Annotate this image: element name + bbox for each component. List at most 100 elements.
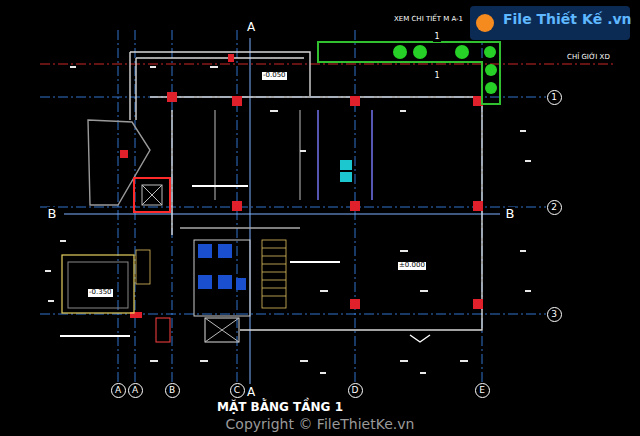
toilets-part xyxy=(194,240,250,316)
dimension-ticks-part xyxy=(420,290,428,292)
planter-part xyxy=(484,46,496,58)
columns-part xyxy=(350,201,360,211)
planter-part xyxy=(485,64,497,76)
dimension-ticks-part xyxy=(525,290,531,292)
grid-bubble: 2 xyxy=(547,200,562,215)
grid-bubble: 1 xyxy=(547,90,562,105)
grid-bubble: A xyxy=(128,383,143,398)
grid-bubble: C xyxy=(230,383,245,398)
lift-cores-part xyxy=(205,318,239,342)
walls-part xyxy=(88,120,150,205)
walls-part xyxy=(371,110,372,200)
walls-part xyxy=(410,335,430,342)
grid-lines-part xyxy=(40,64,615,65)
planter-part xyxy=(485,82,497,94)
planter-part xyxy=(455,45,469,59)
toilets xyxy=(194,160,352,316)
plan-label: -0.350 xyxy=(88,289,113,297)
columns-part xyxy=(228,54,234,62)
annex-room-part xyxy=(62,255,134,313)
grid-lines-part xyxy=(40,207,546,208)
planter-part xyxy=(318,42,500,104)
grid-number: A xyxy=(132,386,138,395)
lift-cores xyxy=(134,178,239,342)
watermark: Copyright © FileThietKe.vn xyxy=(225,417,416,432)
grid-bubble: D xyxy=(348,383,363,398)
walls-part xyxy=(317,110,318,200)
toilets-part xyxy=(198,244,212,258)
dimension-ticks-part xyxy=(210,66,218,68)
plan-label: A xyxy=(246,21,256,34)
stair-part xyxy=(262,248,286,249)
walls-part xyxy=(150,97,482,330)
section-lines-part xyxy=(64,214,500,215)
grid-number: C xyxy=(234,386,240,395)
stair-part xyxy=(262,296,286,297)
grid-bubble: B xyxy=(165,383,180,398)
dimension-ticks-part xyxy=(45,270,51,272)
logo-badge-part xyxy=(476,14,494,32)
plan-label: A xyxy=(246,386,256,399)
dimension-ticks-part xyxy=(320,372,326,374)
lift-cores-part xyxy=(134,178,170,212)
logo-text: File Thiết Kế .vn xyxy=(502,12,633,27)
dimension-ticks-part xyxy=(460,360,468,362)
planter xyxy=(318,42,500,104)
lift-cores-part xyxy=(142,185,162,205)
section-lines-part xyxy=(250,38,251,384)
plan-label: B xyxy=(505,207,516,221)
dimension-ticks-part xyxy=(520,130,526,132)
stair-part xyxy=(262,272,286,273)
planter-part xyxy=(413,45,427,59)
grid-lines-part xyxy=(172,30,173,382)
annex-room-part xyxy=(156,318,170,342)
columns-part xyxy=(350,299,360,309)
grid-number: D xyxy=(352,386,359,395)
walls-part xyxy=(135,58,136,120)
columns-part xyxy=(120,150,128,158)
columns xyxy=(120,54,483,318)
dimension-ticks-part xyxy=(48,300,54,302)
walls-part xyxy=(130,52,310,96)
walls-part xyxy=(180,227,300,228)
grid-lines-part xyxy=(118,30,119,382)
plan-label: B xyxy=(47,207,58,221)
walls-part xyxy=(171,110,172,235)
lift-cores-part xyxy=(205,318,239,342)
grid-number: 3 xyxy=(551,310,557,319)
grid-lines xyxy=(40,30,615,382)
grid-number: 1 xyxy=(551,93,557,102)
stair-part xyxy=(262,240,286,308)
walls-part xyxy=(136,57,304,58)
toilets-part xyxy=(340,172,352,182)
toilets-part xyxy=(340,160,352,170)
dimension-ticks-part xyxy=(320,290,328,292)
stair-part xyxy=(262,288,286,289)
dimension-ticks-part xyxy=(420,372,426,374)
lift-cores-part xyxy=(142,185,162,205)
toilets-part xyxy=(218,275,232,289)
lift-cores-part xyxy=(205,318,239,342)
dimension-ticks-part xyxy=(300,360,308,362)
columns-part xyxy=(473,201,483,211)
dimension-ticks-part xyxy=(400,250,408,252)
plan-label: XEM CHI TIẾT M A-1 xyxy=(393,16,464,24)
plan-label: 1 xyxy=(433,72,440,81)
stair-part xyxy=(262,264,286,265)
lift-cores-part xyxy=(142,185,162,205)
dimension-ticks-part xyxy=(200,360,208,362)
annex-room-part xyxy=(68,262,128,308)
dimension-ticks-part xyxy=(60,240,66,242)
dimension-ticks xyxy=(45,66,531,374)
dimension-ticks-part xyxy=(150,66,156,68)
grid-number: A xyxy=(115,386,121,395)
grid-number: B xyxy=(169,386,175,395)
plan-label: -0.050 xyxy=(262,72,287,80)
columns-part xyxy=(167,92,177,102)
dimension-ticks-part xyxy=(70,66,76,68)
grid-bubble: E xyxy=(475,383,490,398)
toilets-part xyxy=(198,275,212,289)
toilets-part xyxy=(236,278,246,290)
